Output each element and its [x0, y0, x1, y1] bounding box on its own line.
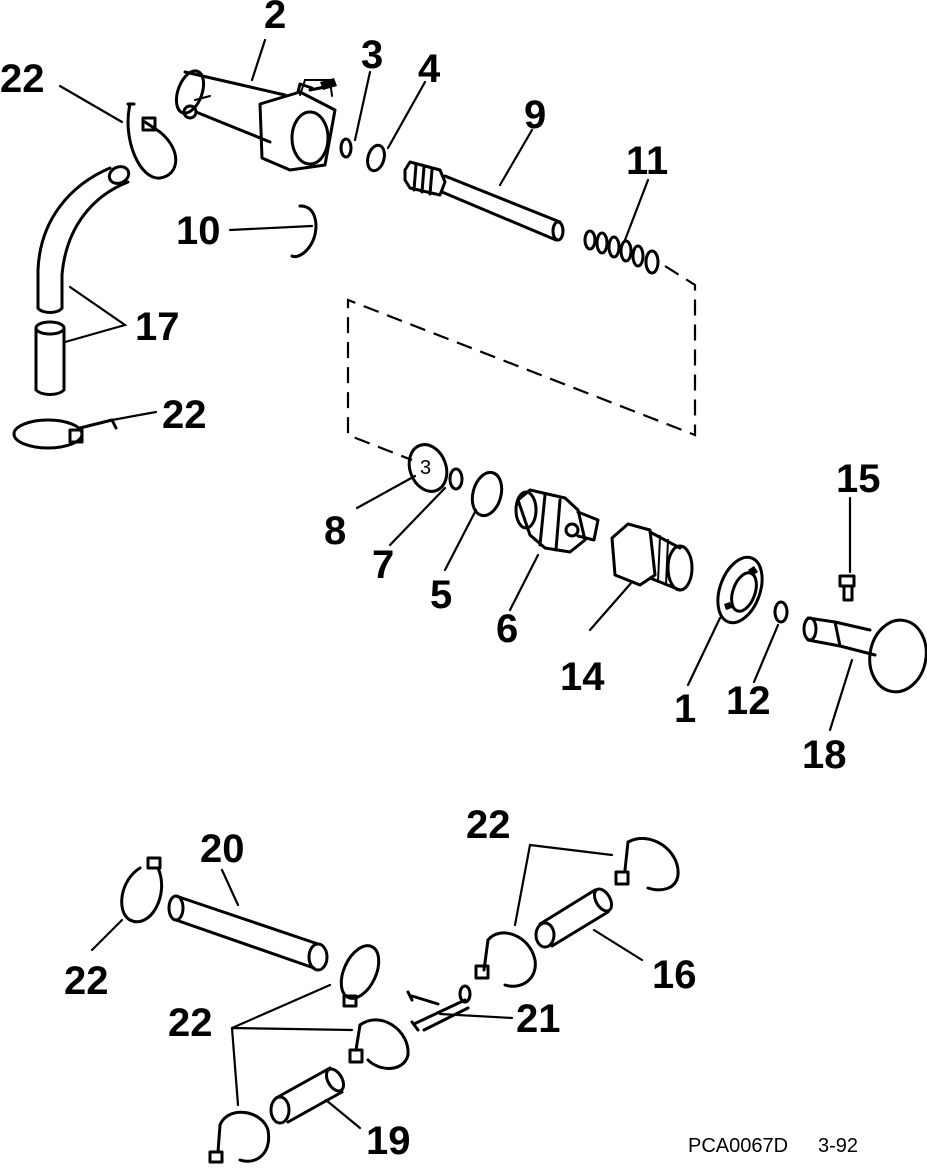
part-11-spring — [583, 229, 660, 275]
callout-2: 2 — [264, 0, 286, 37]
callout-12: 12 — [726, 679, 771, 723]
callout-20: 20 — [200, 827, 245, 871]
part-22-hose-clamp-bottom — [208, 1110, 271, 1164]
drawing-date: 3-92 — [818, 1135, 858, 1157]
callout-4: 4 — [418, 47, 441, 91]
part-22-hose-clamp-lower-left — [120, 856, 164, 924]
part-21-tee-fitting — [406, 984, 472, 1032]
part-9-plunger-shaft — [403, 160, 565, 242]
callout-22-lower-center: 22 — [168, 1001, 213, 1045]
callout-8: 8 — [324, 509, 346, 553]
part-22-hose-clamp-left — [12, 418, 118, 450]
callout-22-lower-left: 22 — [64, 959, 109, 1003]
callout-22-top-left: 22 — [0, 57, 45, 101]
washer-mark: 3 — [420, 457, 431, 479]
callout-3: 3 — [361, 33, 383, 77]
part-16-hose — [534, 887, 614, 949]
part-1-retainer — [716, 555, 764, 625]
part-8-washer: 3 — [407, 443, 449, 493]
part-22-hose-clamp-top — [126, 102, 178, 180]
part-19-hose — [269, 1066, 346, 1125]
callout-14: 14 — [560, 655, 605, 699]
callout-17: 17 — [135, 305, 180, 349]
callout-1: 1 — [674, 687, 696, 731]
part-17-hose — [34, 165, 131, 396]
callout-11: 11 — [626, 139, 668, 183]
callout-22-left: 22 — [162, 393, 207, 437]
part-5-o-ring — [470, 470, 504, 518]
callout-16: 16 — [652, 953, 697, 997]
part-6-valve-fitting — [514, 488, 600, 554]
callout-21: 21 — [516, 997, 561, 1041]
callout-7: 7 — [372, 543, 394, 587]
callout-15: 15 — [836, 457, 881, 501]
part-22-hose-clamp-lower-middle — [348, 1018, 410, 1070]
part-15-screw — [838, 574, 856, 602]
part-22-hose-clamp-lower-center — [339, 944, 381, 1008]
part-12-o-ring — [773, 600, 789, 624]
callout-5: 5 — [430, 573, 452, 617]
callout-22-lower-right: 22 — [466, 803, 511, 847]
callout-6: 6 — [496, 607, 518, 651]
callout-9: 9 — [524, 93, 546, 137]
part-14-threaded-nut — [610, 522, 694, 592]
part-4-o-ring — [366, 143, 386, 173]
callout-19: 19 — [366, 1119, 411, 1163]
part-20-hose — [167, 894, 329, 972]
leader-lines — [58, 38, 854, 1130]
part-22-hose-clamp-right-high — [614, 836, 680, 892]
part-18-push-knob — [802, 616, 927, 694]
callout-18: 18 — [802, 733, 847, 777]
callout-10: 10 — [176, 209, 221, 253]
assembly-guide-dashed — [346, 265, 697, 462]
part-7-seal — [448, 467, 464, 491]
part-2-valve-housing — [174, 69, 337, 172]
part-22-hose-clamp-right-low — [474, 931, 537, 988]
part-3-o-ring — [339, 137, 353, 159]
drawing-code: PCA0067D — [688, 1135, 788, 1157]
part-10-retaining-clip — [290, 204, 318, 259]
